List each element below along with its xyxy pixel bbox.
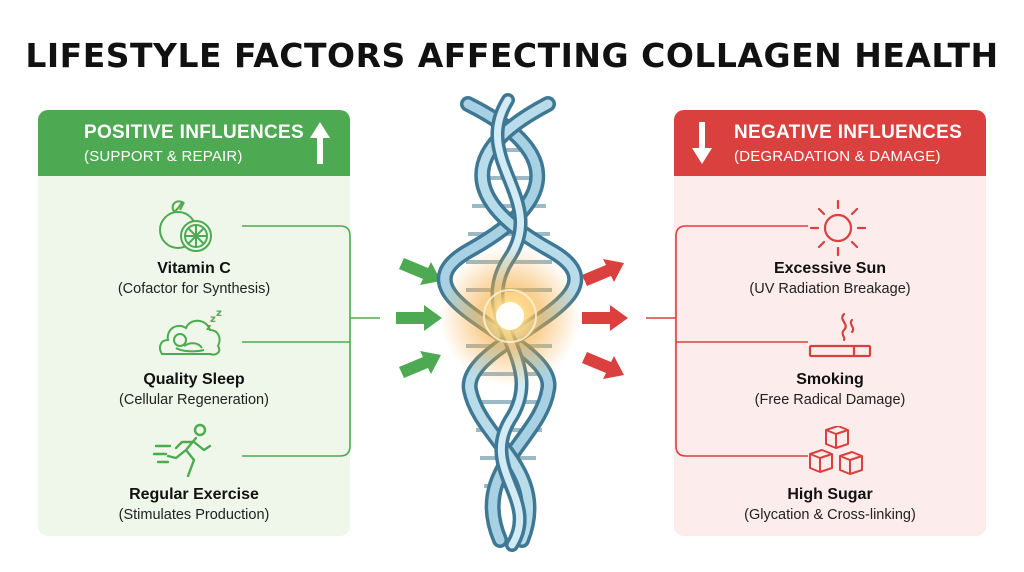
- positive-arrows: [396, 258, 442, 378]
- positive-connector-lines: [242, 225, 380, 457]
- negative-connector-lines: [646, 225, 808, 457]
- negative-panel-header: NEGATIVE INFLUENCES (DEGRADATION & DAMAG…: [674, 110, 986, 176]
- item-name: High Sugar: [787, 486, 873, 503]
- item-description: (Stimulates Production): [118, 507, 270, 523]
- svg-text:z: z: [210, 314, 216, 325]
- item-description: (Glycation & Cross-linking): [744, 507, 916, 523]
- positive-influences-panel: POSITIVE INFLUENCES (SUPPORT & REPAIR) V…: [38, 110, 350, 536]
- list-item: Quality Sleep (Cellular Regeneration): [38, 371, 350, 408]
- page-title: LIFESTYLE FACTORS AFFECTING COLLAGEN HEA…: [25, 36, 999, 75]
- sleeping-person-icon: z z z: [159, 308, 222, 356]
- negative-influences-panel: NEGATIVE INFLUENCES (DEGRADATION & DAMAG…: [674, 110, 986, 536]
- negative-heading: NEGATIVE INFLUENCES: [734, 122, 963, 143]
- negative-arrows: [582, 259, 628, 379]
- arrow-right-icon: [582, 259, 624, 286]
- item-description: (Cellular Regeneration): [119, 392, 269, 408]
- positive-heading: POSITIVE INFLUENCES: [84, 122, 305, 143]
- item-description: (Cofactor for Synthesis): [117, 281, 271, 297]
- item-name: Quality Sleep: [143, 371, 245, 388]
- collagen-triple-helix-icon: [436, 93, 584, 552]
- arrow-right-icon: [399, 351, 441, 378]
- item-description: (Free Radical Damage): [754, 392, 906, 408]
- item-name: Excessive Sun: [773, 260, 887, 277]
- sun-icon: [809, 199, 867, 257]
- arrow-up-icon: [310, 122, 330, 164]
- arrow-right-icon: [396, 305, 442, 331]
- running-person-icon: [152, 423, 212, 478]
- list-item: Excessive Sun (UV Radiation Breakage): [674, 260, 986, 297]
- item-name: Smoking: [796, 371, 864, 388]
- svg-text:z: z: [216, 308, 222, 319]
- cigarette-icon: [808, 312, 872, 358]
- positive-subheading: (SUPPORT & REPAIR): [84, 148, 243, 165]
- list-item: Smoking (Free Radical Damage): [674, 371, 986, 408]
- arrow-right-icon: [399, 258, 441, 285]
- negative-subheading: (DEGRADATION & DAMAGE): [734, 148, 941, 165]
- item-name: Vitamin C: [157, 260, 231, 277]
- arrow-down-icon: [692, 122, 712, 164]
- item-name: Regular Exercise: [129, 486, 259, 503]
- list-item: High Sugar (Glycation & Cross-linking): [674, 486, 986, 523]
- positive-panel-header: POSITIVE INFLUENCES (SUPPORT & REPAIR): [38, 110, 350, 176]
- arrow-right-icon: [582, 305, 628, 331]
- arrow-right-icon: [582, 352, 624, 379]
- list-item: Vitamin C (Cofactor for Synthesis): [38, 260, 350, 297]
- svg-text:z: z: [206, 323, 211, 333]
- citrus-fruit-icon: [159, 200, 212, 252]
- list-item: Regular Exercise (Stimulates Production): [38, 486, 350, 523]
- sugar-cubes-icon: [809, 426, 863, 475]
- item-description: (UV Radiation Breakage): [749, 281, 911, 297]
